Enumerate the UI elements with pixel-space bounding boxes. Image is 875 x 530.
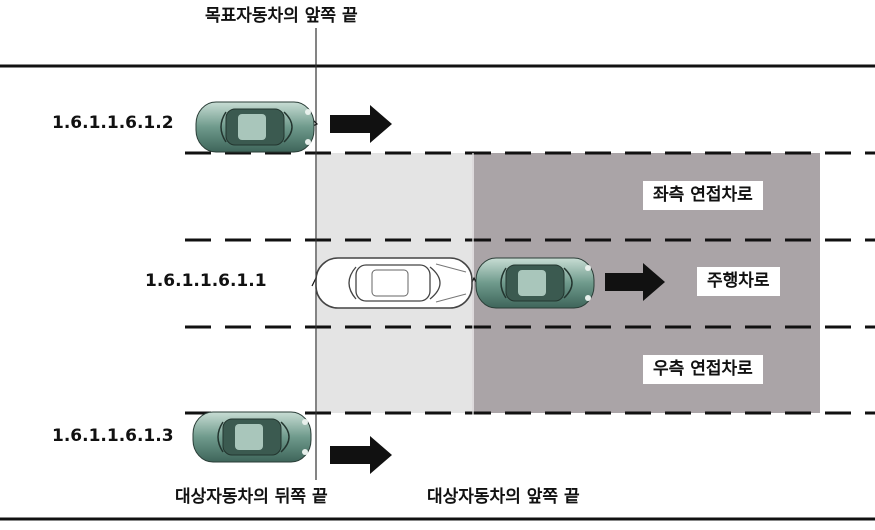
lane-label-right-adjacent: 우측 연접차로 xyxy=(643,355,763,384)
direction-arrow-middle xyxy=(605,263,665,301)
subject-front-label: 대상자동차의 앞쪽 끝 xyxy=(427,487,580,507)
direction-arrow-top xyxy=(330,105,392,143)
target-car-middle xyxy=(475,257,595,309)
subject-rear-label: 대상자동차의 뒤쪽 끝 xyxy=(175,487,328,507)
target-front-label: 목표자동차의 앞쪽 끝 xyxy=(205,6,358,26)
lane-label-left-adjacent: 좌측 연접차로 xyxy=(643,181,763,210)
target-car-top xyxy=(195,101,315,153)
scenario-label-bottom: 1.6.1.1.6.1.3 xyxy=(52,426,174,446)
lane-label-driving: 주행차로 xyxy=(697,267,780,296)
subject-car-outline xyxy=(315,257,473,309)
scenario-label-middle: 1.6.1.1.6.1.1 xyxy=(145,271,267,291)
direction-arrow-bottom xyxy=(330,436,392,474)
target-car-bottom xyxy=(192,411,312,463)
scenario-label-top: 1.6.1.1.6.1.2 xyxy=(52,113,174,133)
